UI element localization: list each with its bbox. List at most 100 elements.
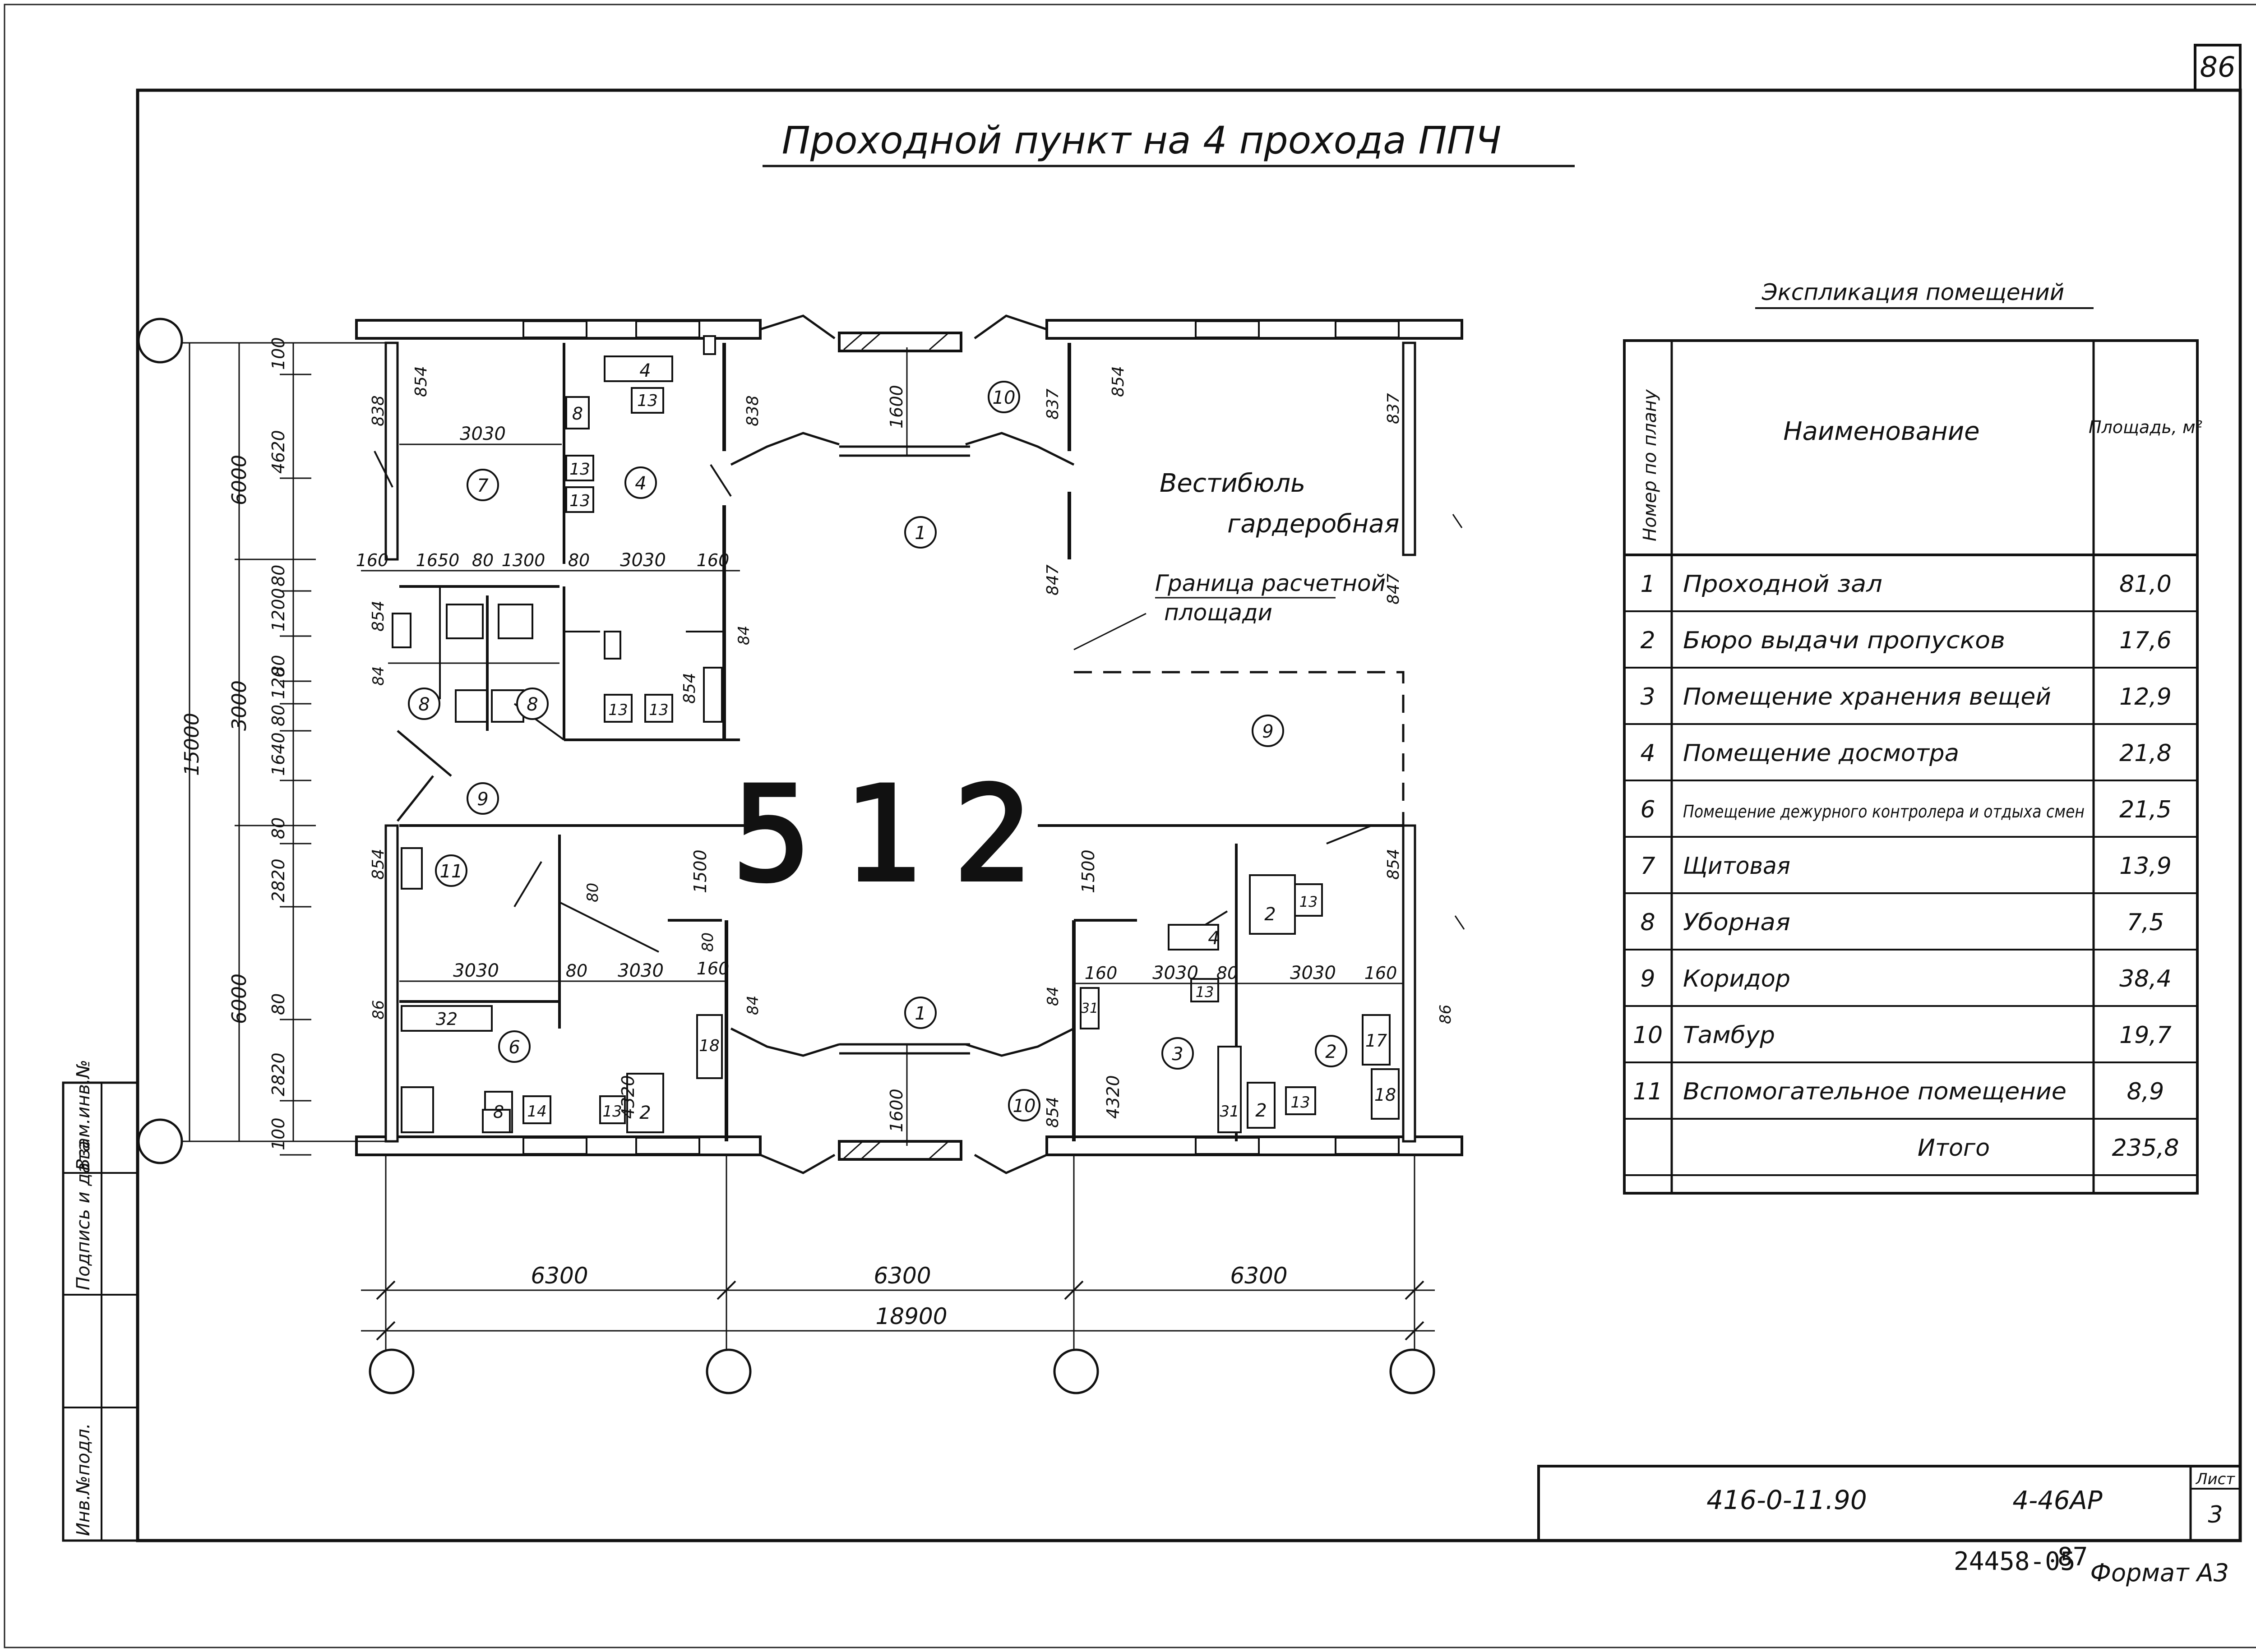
vestibule-label-2: гардеробная: [1227, 509, 1399, 539]
row-number: 8: [1640, 909, 1655, 936]
equip-mark: 13: [608, 701, 628, 719]
wall-mark: 86: [1437, 1005, 1455, 1024]
axis-bubble: [137, 318, 183, 364]
row-number: 11: [1633, 1078, 1663, 1105]
room-mark: 10: [1013, 1096, 1036, 1117]
explication-frame: [1623, 339, 2199, 1195]
equip-mark: 14: [527, 1103, 546, 1121]
dim-label: 3030: [453, 960, 499, 981]
bottom-tambour: [730, 1027, 1075, 1174]
wall-mark: 838: [369, 395, 388, 426]
room-mark-circle: [904, 516, 937, 549]
wall-mark: 847: [1384, 573, 1403, 605]
room-mark: 10: [993, 388, 1016, 408]
room-mark: 2: [1325, 1042, 1336, 1062]
sheet-label: Лист: [2195, 1470, 2235, 1488]
wall-mark: 854: [1044, 1097, 1062, 1128]
row-number: 6: [1640, 796, 1655, 823]
row-name: Помещение хранения вещей: [1683, 683, 2051, 711]
row-name: Проходной зал: [1683, 571, 1882, 598]
equip-mark: 4: [1208, 928, 1219, 949]
equip-mark: 18: [699, 1037, 720, 1055]
inner-frame: [136, 88, 2242, 1542]
row-name: Коридор: [1683, 965, 1790, 992]
vestibule-label: Вестибюль: [1160, 469, 1305, 498]
dim-left-small: 100: [268, 337, 288, 370]
dim-label: 80: [568, 550, 590, 570]
dim-label: 80: [566, 961, 587, 981]
room-mark: 4: [635, 473, 646, 494]
dim-label: 160: [356, 550, 389, 570]
row-name: Помещение дежурного контролера и отдыха …: [1683, 802, 2085, 821]
equip-mark: 13: [569, 460, 590, 479]
equip-mark: 13: [569, 492, 590, 510]
col-header-area: Площадь, м²: [2089, 417, 2202, 437]
row-name: Вспомогательное помещение: [1683, 1078, 2066, 1105]
dim-left-part: 6000: [228, 455, 251, 505]
title-block: 416-0-11.90 4-46АР Лист 3 24458-05 87 Фо…: [1537, 1465, 2242, 1587]
total-area: 235,8: [2112, 1135, 2179, 1162]
dim-label: 160: [697, 959, 730, 978]
dim-label: 1500: [690, 849, 710, 893]
dim-left-small: 2820: [268, 858, 288, 902]
explication-title: Экспликация помещений: [1761, 279, 2064, 305]
dim-label: 1650: [416, 550, 460, 570]
row-area: 12,9: [2119, 683, 2172, 711]
row-number: 4: [1640, 740, 1655, 767]
inner-dimensions: 3030 1650 80 1300 80 3030 160 160 3030 8…: [356, 385, 1403, 1132]
dim-label: 4320: [618, 1075, 638, 1119]
grid-axes: [137, 318, 1435, 1394]
equip-mark: 31: [1220, 1103, 1239, 1121]
axis-bubble: [706, 1348, 752, 1394]
row-number: 2: [1640, 627, 1655, 654]
equip-mark: 32: [436, 1009, 458, 1029]
row-number: 7: [1640, 853, 1655, 880]
equip-mark: 4: [639, 360, 651, 381]
row-area: 81,0: [2119, 571, 2172, 598]
row-name: Помещение досмотра: [1683, 740, 1959, 767]
equip-mark: 13: [1196, 983, 1214, 1001]
stamp-code: 416-0-11.90: [1706, 1485, 1867, 1515]
room-mark-circle: [1008, 1089, 1040, 1121]
page-number: 86: [2200, 51, 2236, 83]
room-mark: 3: [1172, 1044, 1183, 1065]
boundary-label-2: площади: [1164, 600, 1272, 626]
col-header-number: Номер по плану: [1640, 389, 1660, 541]
dim-label: 1600: [887, 1089, 906, 1132]
room-mark-circle: [467, 782, 499, 815]
bottom-dimension-chain: 6300 6300 6300 18900: [361, 1155, 1435, 1353]
wall-mark: 854: [1384, 849, 1403, 880]
top-tambour: [730, 314, 1075, 466]
interior-walls: [374, 343, 1465, 1141]
dim-left-small: 80: [268, 993, 288, 1015]
dim-label: 1500: [1078, 849, 1098, 893]
room-mark-circle: [624, 466, 657, 499]
equip-mark: 13: [602, 1103, 622, 1121]
area-boundary-line: [1074, 671, 1405, 826]
room-mark: 11: [440, 861, 463, 882]
wall-mark: 854: [1109, 366, 1128, 397]
col-header-name: Наименование: [1783, 417, 1979, 446]
dim-label: 1300: [502, 550, 546, 570]
wall-mark: 86: [370, 1000, 388, 1020]
dim-label: 160: [1085, 963, 1118, 983]
axis-bubble: [369, 1348, 415, 1394]
equip-mark: 2: [1255, 1100, 1267, 1121]
dim-label: 160: [697, 550, 730, 570]
equipment-labels: 4 13 8 13 13 13 13 32 8 14 13 2 18 4 13 …: [436, 360, 1396, 1123]
dim-label: 3030: [460, 424, 506, 444]
equip-mark: 17: [1365, 1031, 1387, 1051]
dim-label: 3030: [1152, 963, 1198, 983]
dim-left-part: 6000: [228, 974, 251, 1024]
equip-mark: 13: [649, 701, 668, 719]
side-label-replace-inv: Взам.инв.№: [73, 1060, 94, 1171]
room-mark: 7: [477, 475, 489, 496]
dim-label: 80: [472, 550, 494, 570]
row-area: 17,6: [2119, 627, 2172, 654]
page-number-box: [2194, 44, 2242, 92]
wall-mark: 84: [370, 666, 388, 686]
dim-left-small: 80: [268, 655, 288, 677]
row-number: 10: [1633, 1022, 1663, 1049]
